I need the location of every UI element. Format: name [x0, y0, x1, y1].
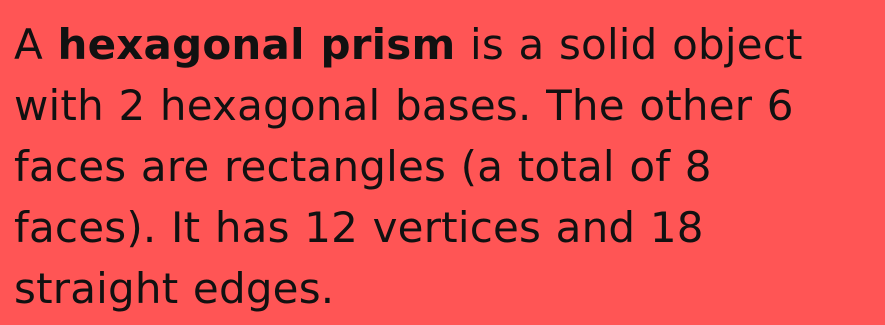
text-line-3: faces are rectangles (a total of 8	[14, 142, 712, 191]
text-line-4: faces). It has 12 vertices and 18	[14, 203, 704, 252]
text-line-1: A hexagonal prism is a solid object	[14, 14, 884, 75]
definition-paragraph: A hexagonal prism is a solid object with…	[14, 14, 884, 319]
text-segment-b: is a solid object	[455, 20, 803, 69]
text-line-5: straight edges.	[14, 264, 335, 313]
text-line-2: with 2 hexagonal bases. The other 6	[14, 81, 794, 130]
term-hexagonal-prism: hexagonal prism	[57, 20, 456, 69]
text-segment-a: A	[14, 20, 58, 69]
